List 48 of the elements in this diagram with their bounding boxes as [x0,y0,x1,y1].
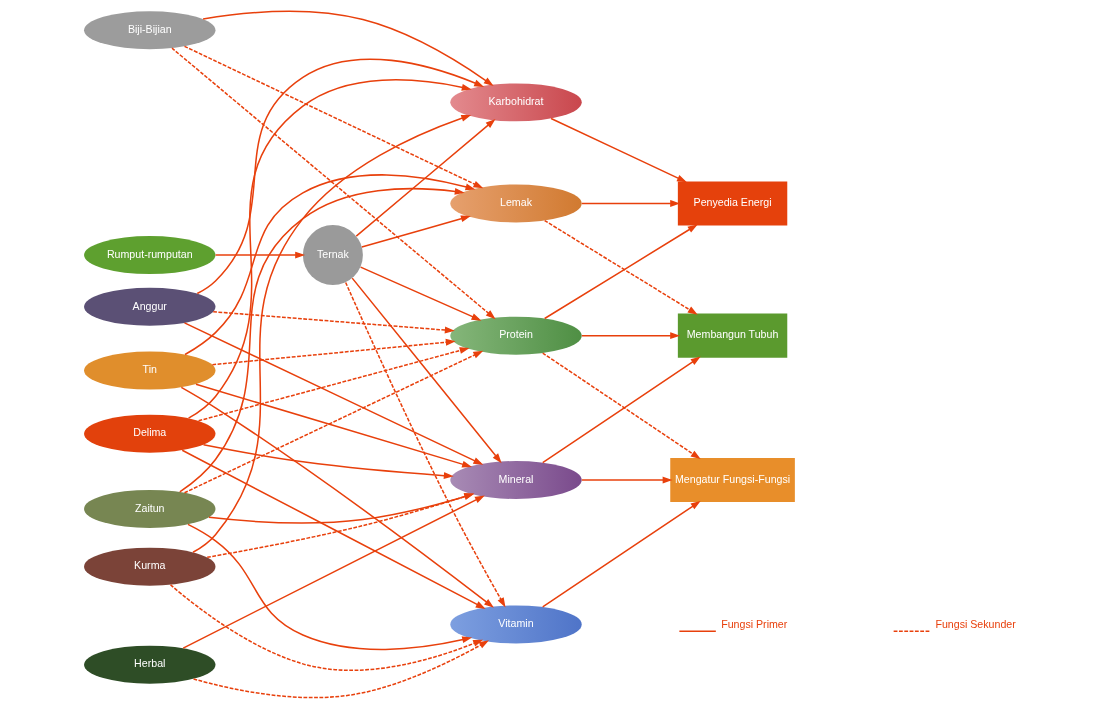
arrow [192,114,472,553]
node-box: Penyedia Energi [677,181,788,226]
arrow [183,350,484,494]
arrow [196,58,485,295]
arrow [550,117,687,183]
arrow [197,347,470,422]
arrow [361,215,471,248]
arrow [581,476,673,484]
arrow [187,79,472,419]
arrow [183,45,484,189]
arrow [214,251,306,259]
arrow [179,187,465,493]
arrow [355,118,496,237]
node-ellipse: Kurma [84,547,216,586]
arrow [344,281,506,608]
arrow [208,493,475,524]
node-ellipse: Zaitun [84,489,216,528]
arrow [359,266,482,321]
node-ellipse: Anggur [84,287,216,326]
arrow [182,495,485,649]
node-ellipse: Rumput-rumputan [84,236,216,275]
node-ellipse: Biji-Bijian [84,11,216,50]
arrow [202,10,494,87]
legend-label: Fungsi Sekunder [935,617,1016,630]
node-ellipse: Tin [84,351,216,390]
arrow [181,449,486,609]
arrow [581,199,681,207]
arrow [211,338,456,366]
arrow [581,332,681,340]
arrow [541,500,701,608]
node-ellipse: Delima [84,414,216,453]
legend-label: Fungsi Primer [721,617,788,630]
arrow [195,383,472,468]
node-box: Mengatur Fungsi-Fungsi [670,458,795,503]
arrow [171,47,496,320]
arrow [206,493,475,559]
arrow [169,584,484,672]
arrow [351,277,502,464]
node-box: Membangun Tubuh [677,313,788,358]
arrow [187,523,473,651]
node-ellipse: Herbal [84,645,216,684]
arrow [180,386,494,608]
arrow [183,322,484,465]
arrow [184,174,476,356]
node-circle: Ternak [302,225,363,286]
arrow [202,444,454,480]
arrow [192,640,489,699]
arrow [212,310,455,334]
